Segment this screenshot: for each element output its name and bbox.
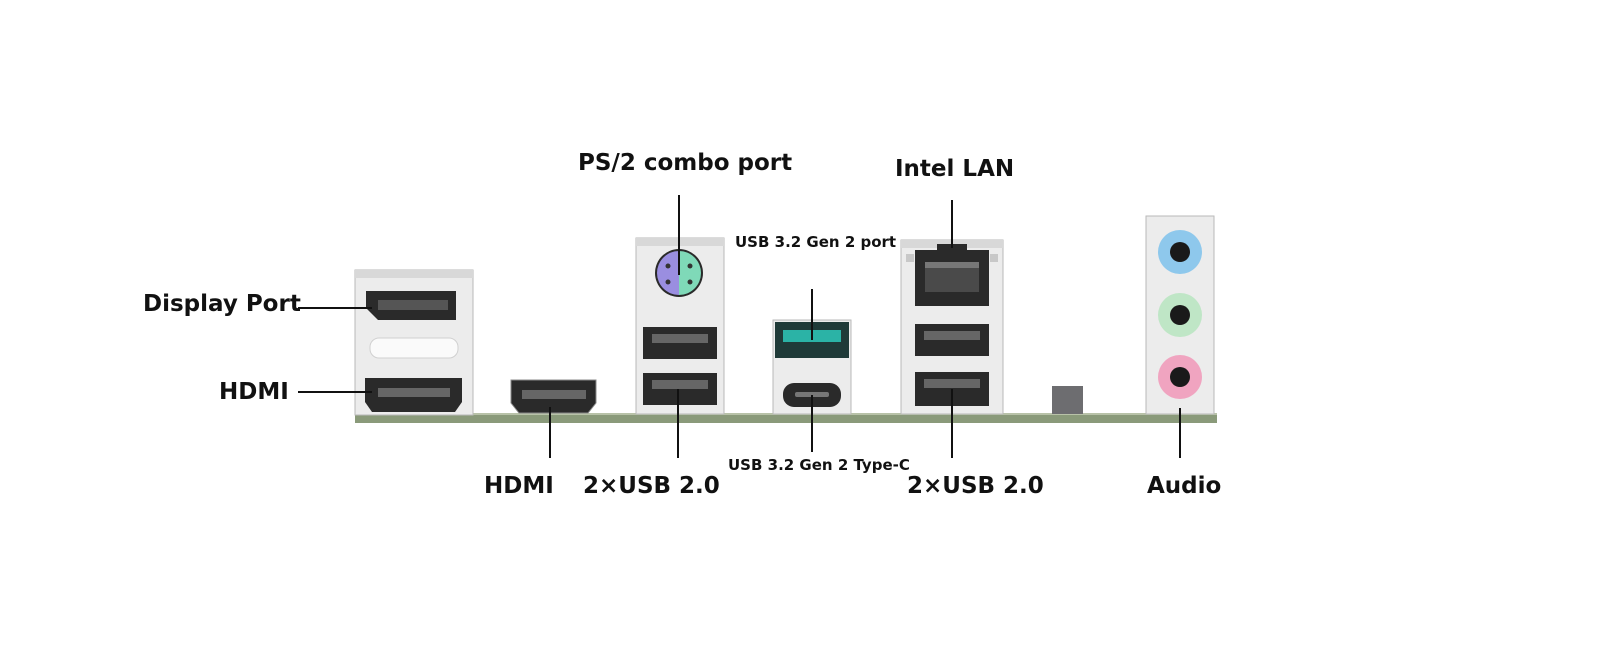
label-intel-lan: Intel LAN: [895, 156, 1015, 182]
component-block: [1052, 386, 1083, 414]
label-usb-left: 2×USB 2.0: [583, 473, 720, 499]
label-usb32-typec: USB 3.2 Gen 2 Type-C: [728, 456, 910, 474]
pcb-board: [355, 413, 1217, 423]
audio-jack-icon: [1158, 293, 1202, 337]
label-usb-right: 2×USB 2.0: [907, 473, 1044, 499]
audio-jack-icon: [1158, 230, 1202, 274]
rj45-icon: [906, 244, 998, 306]
audio-stack: [1145, 215, 1215, 415]
audio-jack-icon: [1158, 355, 1202, 399]
lan-usb-tower: [900, 239, 1004, 415]
label-hdmi-left: HDMI: [219, 379, 289, 405]
dp-hdmi-stack: [354, 269, 474, 416]
label-audio: Audio: [1147, 473, 1222, 499]
usb-a-icon: [643, 373, 717, 405]
label-hdmi-bottom: HDMI: [484, 473, 554, 499]
usb-a-icon: [643, 327, 717, 359]
label-ps2: PS/2 combo port: [578, 150, 793, 176]
hdmi-icon: [510, 379, 597, 414]
displayport-icon: [366, 291, 456, 320]
usb-a-icon: [915, 324, 989, 356]
leader-lines: [298, 195, 1181, 458]
label-display-port: Display Port: [143, 291, 301, 317]
hdmi-icon: [365, 378, 462, 412]
label-usb32-port: USB 3.2 Gen 2 port: [735, 233, 897, 251]
